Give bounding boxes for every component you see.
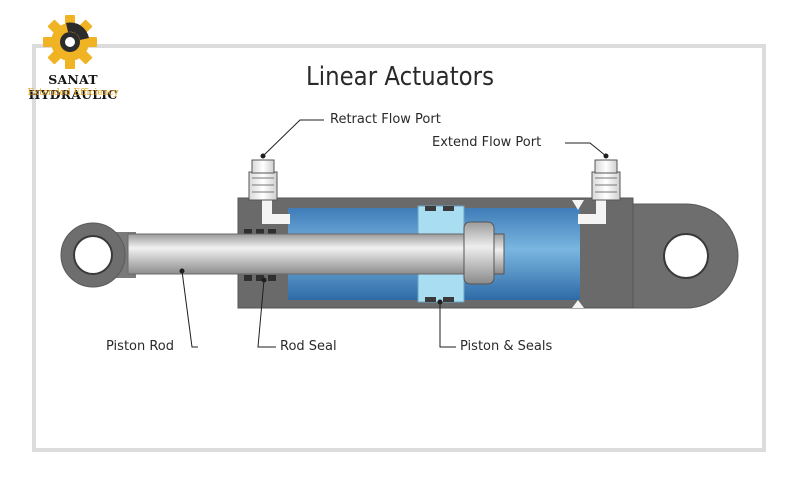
- piston-rod: [127, 233, 465, 275]
- label-piston-rod: Piston Rod: [106, 339, 175, 354]
- label-piston-seals: Piston & Seals: [460, 339, 553, 354]
- cylinder-clevis: [619, 203, 739, 309]
- company-logo: SANAT HYDRAULIC Extended Efficiency: [8, 12, 138, 102]
- piston-nut: [463, 221, 505, 285]
- rod-eye: [60, 222, 136, 288]
- gear-icon: [43, 15, 97, 69]
- extend-port-channel: [578, 196, 614, 224]
- leader-piston-rod: [181, 270, 198, 348]
- leader-retract: [262, 119, 324, 157]
- extend-flow-port: [591, 159, 621, 201]
- rod-seal: [244, 229, 276, 281]
- brand-name: SANAT HYDRAULIC: [28, 72, 118, 102]
- label-extend-flow-port: Extend Flow Port: [432, 135, 542, 150]
- brand-tagline: Extended Efficiency: [27, 88, 119, 98]
- retract-flow-port: [248, 159, 278, 201]
- label-retract-flow-port: Retract Flow Port: [330, 112, 441, 127]
- leader-extend: [565, 142, 607, 157]
- diagram-title: Linear Actuators: [305, 62, 494, 92]
- label-rod-seal: Rod Seal: [280, 339, 337, 354]
- leader-piston-seals: [439, 302, 456, 348]
- piston-seals: [425, 206, 454, 302]
- leader-rod-seal: [257, 279, 276, 348]
- retract-port-channel: [252, 196, 290, 224]
